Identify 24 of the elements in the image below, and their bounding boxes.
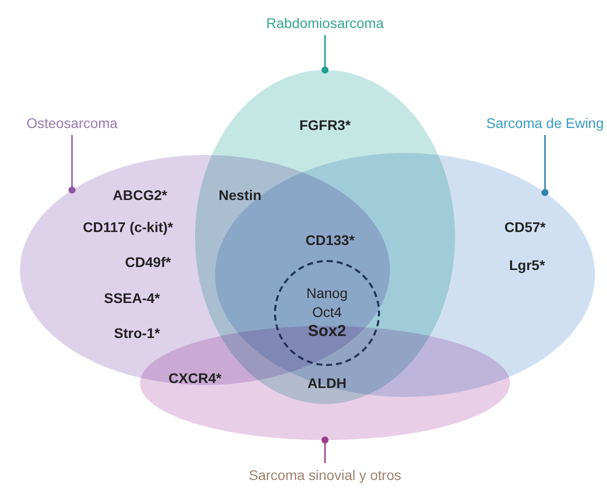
gene-label: Oct4 [312, 304, 342, 320]
marker-label: CD133* [305, 232, 355, 248]
marker-label: ALDH [308, 375, 346, 391]
leader-line [322, 35, 328, 74]
marker-label: Lgr5* [509, 257, 545, 273]
leader-line [542, 135, 548, 196]
category-label: Sarcoma sinovial y otros [248, 466, 402, 484]
leader-line [322, 436, 328, 463]
leader-line [68, 135, 76, 194]
marker-label: ABCG2* [112, 187, 168, 203]
marker-label: CD49f* [125, 254, 171, 270]
gene-label: Nanog [306, 285, 348, 301]
gene-label: Sox2 [308, 323, 346, 341]
dashed-circle [274, 260, 380, 366]
marker-label: CD57* [504, 219, 546, 235]
marker-label: Stro-1* [114, 325, 160, 341]
category-label: Rabdomiosarcoma [266, 14, 384, 32]
category-label: Osteosarcoma [26, 114, 118, 132]
category-label: Sarcoma de Ewing [486, 114, 604, 132]
marker-label: SSEA-4* [104, 290, 160, 306]
marker-label: CD117 (c-kit)* [82, 219, 174, 235]
marker-label: CXCR4* [168, 370, 222, 386]
marker-label: FGFR3* [299, 117, 351, 133]
marker-label: Nestin [218, 187, 262, 203]
